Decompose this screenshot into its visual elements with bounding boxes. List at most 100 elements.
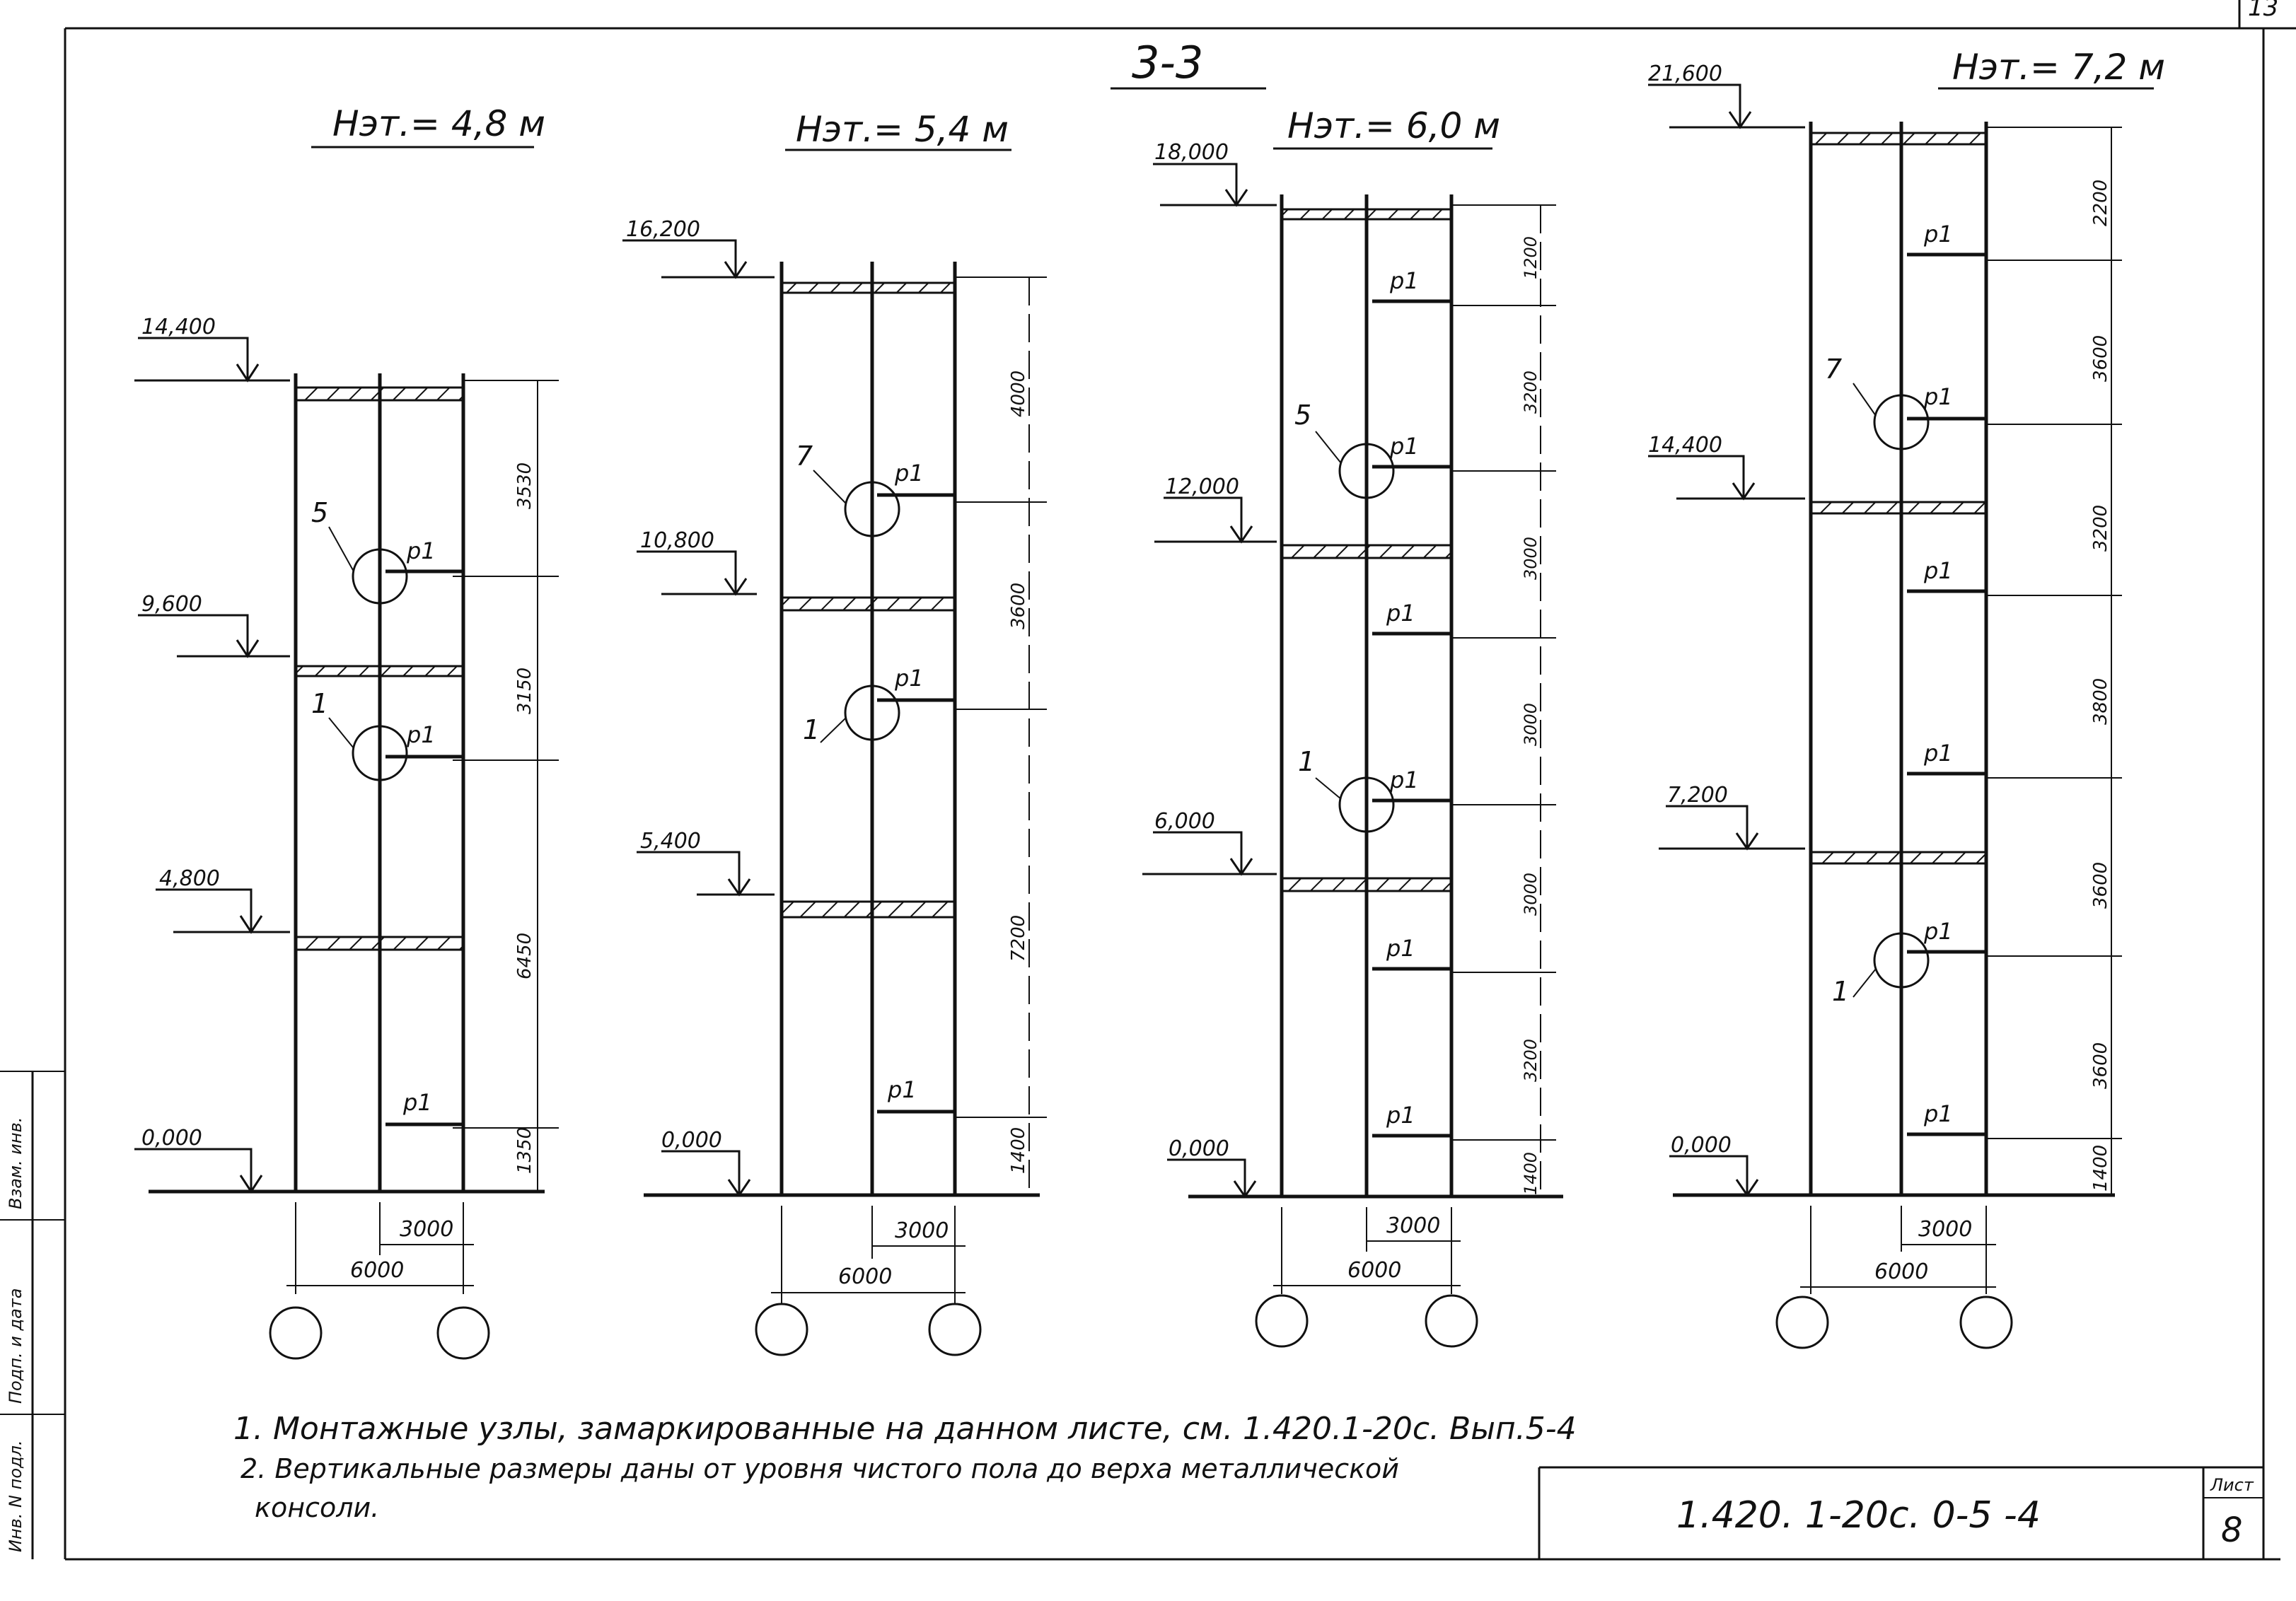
sheet-frame bbox=[64, 0, 2296, 1561]
axis-bubble bbox=[436, 1306, 490, 1360]
level-mark: 14,400 bbox=[141, 315, 216, 339]
axis-bubble bbox=[1255, 1294, 1309, 1348]
console-label: р1 bbox=[1923, 221, 1953, 248]
level-mark: 21,600 bbox=[1648, 62, 1722, 86]
dimension-label: 3800 bbox=[2090, 678, 2111, 725]
section-title: 3-3 bbox=[1132, 37, 1203, 88]
level-mark: 0,000 bbox=[1169, 1136, 1229, 1161]
dimension-label: 3200 bbox=[1521, 1039, 1541, 1082]
level-mark: 4,800 bbox=[159, 866, 220, 891]
note-line-2: 2. Вертикальные размеры даны от уровня ч… bbox=[240, 1453, 1399, 1484]
level-mark: 12,000 bbox=[1165, 475, 1239, 499]
left-side-strip: Взам. инв. Подп. и дата Инв. N подл. bbox=[0, 1071, 65, 1559]
level-mark: 16,200 bbox=[626, 217, 700, 242]
dimension-label: 3000 bbox=[1521, 537, 1541, 580]
note-line-1: 1. Монтажные узлы, замаркированные на да… bbox=[233, 1411, 1577, 1447]
dimension-label: 3600 bbox=[1008, 583, 1029, 629]
span-dimension: 3000 bbox=[400, 1217, 453, 1242]
console-label: р1 bbox=[406, 537, 436, 564]
dimension-label: 3530 bbox=[514, 462, 535, 509]
node-callout: 1 bbox=[1298, 746, 1315, 777]
corner-sheet-number: 13 bbox=[2248, 0, 2278, 22]
level-mark: 10,800 bbox=[640, 528, 714, 553]
node-callout: 1 bbox=[311, 688, 328, 719]
console-label: р1 bbox=[1923, 918, 1953, 945]
node-callout: 5 bbox=[311, 497, 328, 528]
dimension-label: 3200 bbox=[1521, 371, 1541, 414]
axis-bubble bbox=[269, 1306, 323, 1360]
console-label: р1 bbox=[894, 665, 924, 692]
frame-elevation-1: Нэт.= 4,8 м 14,400 9,600 4,800 0,000 353… bbox=[134, 103, 559, 1360]
console-label: р1 bbox=[894, 460, 924, 487]
notes-block: 1. Монтажные узлы, замаркированные на да… bbox=[233, 1411, 1577, 1523]
dimension-label: 1350 bbox=[514, 1127, 535, 1174]
level-mark: 0,000 bbox=[661, 1128, 722, 1153]
span-dimension: 3000 bbox=[1386, 1213, 1440, 1238]
dimension-label: 1200 bbox=[1521, 236, 1541, 279]
sheet-code: 1.420. 1-20с. 0-5 -4 bbox=[1676, 1494, 2041, 1537]
dimension-label: 2200 bbox=[2090, 180, 2111, 226]
console-label: р1 bbox=[406, 721, 436, 748]
console-label: р1 bbox=[1923, 740, 1953, 767]
level-mark: 7,200 bbox=[1667, 783, 1728, 808]
console-label: р1 bbox=[1923, 383, 1953, 410]
span-dimension: 3000 bbox=[1918, 1217, 1972, 1242]
dimension-label: 3600 bbox=[2090, 862, 2111, 909]
span-dimension: 6000 bbox=[350, 1258, 404, 1283]
level-mark: 18,000 bbox=[1154, 140, 1229, 165]
level-mark: 0,000 bbox=[1671, 1133, 1732, 1158]
level-mark: 5,400 bbox=[640, 829, 701, 854]
node-callout: 7 bbox=[796, 441, 813, 472]
console-label: р1 bbox=[887, 1076, 917, 1103]
console-label: р1 bbox=[1386, 600, 1415, 627]
title-block: 1.420. 1-20с. 0-5 -4 Лист 8 bbox=[1538, 1466, 2263, 1559]
level-mark: 9,600 bbox=[141, 592, 202, 617]
dimension-label: 6450 bbox=[514, 933, 535, 979]
frame-elevation-2: Нэт.= 5,4 м 16,200 10,800 5,400 0,000 40… bbox=[622, 109, 1047, 1356]
frame-elevation-3: Нэт.= 6,0 м 18,000 12,000 6,000 0,000 12… bbox=[1142, 105, 1563, 1348]
dimension-label: 4000 bbox=[1008, 371, 1029, 417]
axis-bubble bbox=[755, 1303, 808, 1356]
strip-label-2: Подп. и дата bbox=[6, 1288, 25, 1404]
column-title: Нэт.= 5,4 м bbox=[796, 109, 1009, 150]
dimension-label: 1400 bbox=[1521, 1152, 1541, 1195]
console-label: р1 bbox=[1389, 267, 1419, 294]
console-label: р1 bbox=[1389, 433, 1419, 460]
strip-label-3: Инв. N подл. bbox=[6, 1440, 25, 1552]
sheet-label: Лист bbox=[2210, 1475, 2254, 1495]
level-mark: 0,000 bbox=[141, 1126, 202, 1151]
dimension-label: 3150 bbox=[514, 668, 535, 714]
node-callout: 7 bbox=[1825, 354, 1842, 385]
node-callout: 5 bbox=[1294, 400, 1311, 431]
sheet-number: 8 bbox=[2221, 1510, 2243, 1550]
level-mark: 6,000 bbox=[1154, 809, 1215, 834]
column-title: Нэт.= 7,2 м bbox=[1952, 47, 2165, 88]
dimension-label: 3600 bbox=[2090, 335, 2111, 382]
dimension-label: 7200 bbox=[1008, 915, 1029, 962]
axis-bubble bbox=[1425, 1294, 1478, 1348]
span-dimension: 3000 bbox=[895, 1218, 949, 1243]
dimension-label: 3000 bbox=[1521, 873, 1541, 916]
axis-bubble bbox=[928, 1303, 982, 1356]
console-label: р1 bbox=[1389, 767, 1419, 793]
span-dimension: 6000 bbox=[838, 1264, 892, 1289]
column-title: Нэт.= 4,8 м bbox=[332, 103, 545, 144]
frame-elevation-4: Нэт.= 7,2 м 21,600 14,400 7,200 0,000 22… bbox=[1648, 47, 2165, 1349]
axis-bubble bbox=[1775, 1296, 1829, 1349]
span-dimension: 6000 bbox=[1874, 1259, 1928, 1284]
column-title: Нэт.= 6,0 м bbox=[1287, 105, 1500, 146]
node-callout: 1 bbox=[1832, 976, 1849, 1007]
level-mark: 14,400 bbox=[1648, 433, 1722, 458]
console-label: р1 bbox=[1386, 1102, 1415, 1129]
console-label: р1 bbox=[1923, 1100, 1953, 1127]
node-callout: 1 bbox=[803, 714, 820, 745]
note-line-3: консоли. bbox=[255, 1492, 379, 1523]
dimension-label: 1400 bbox=[1008, 1127, 1029, 1174]
dimension-label: 3200 bbox=[2090, 505, 2111, 552]
dimension-label: 3000 bbox=[1521, 703, 1541, 746]
console-label: р1 bbox=[1923, 557, 1953, 584]
dimension-label: 3600 bbox=[2090, 1042, 2111, 1089]
strip-label-1: Взам. инв. bbox=[6, 1117, 25, 1209]
axis-bubble bbox=[1959, 1296, 2013, 1349]
